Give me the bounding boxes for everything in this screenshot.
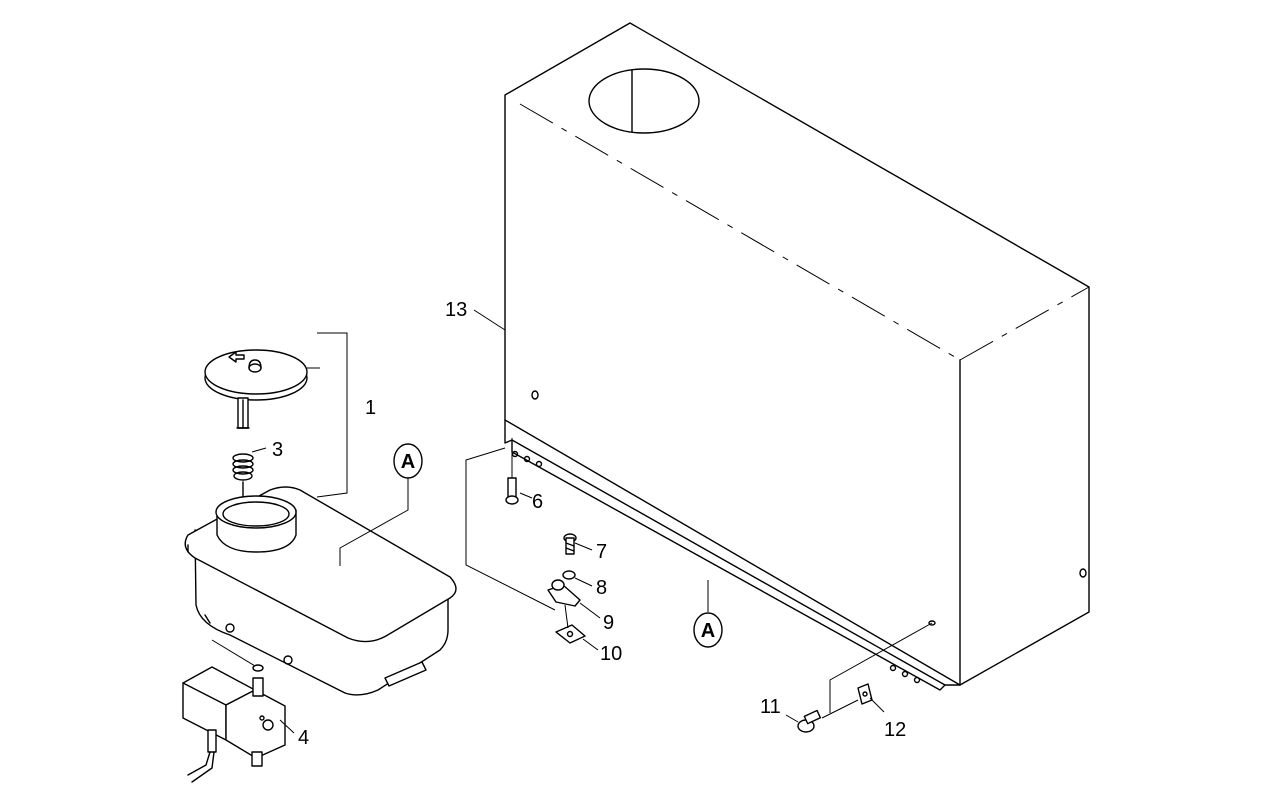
assembly-lines xyxy=(211,309,933,734)
tank-housing xyxy=(504,22,1090,691)
part-label-13: 13 xyxy=(445,299,467,321)
washer-8 xyxy=(562,570,576,580)
part-label-12: 12 xyxy=(884,719,906,741)
part-label-10: 10 xyxy=(600,643,622,665)
part-label-9: 9 xyxy=(603,612,614,634)
reference-marker-a-left-label: A xyxy=(401,451,415,473)
screw-11 xyxy=(797,709,822,733)
reference-marker-a-right-label: A xyxy=(701,620,715,642)
screw-7 xyxy=(563,533,577,555)
reference-marker-a-left: A xyxy=(393,443,423,479)
clip-10 xyxy=(555,624,586,644)
fluid-container xyxy=(184,486,457,696)
clip-12 xyxy=(857,683,873,705)
part-label-6: 6 xyxy=(532,491,543,513)
reference-marker-a-right: A xyxy=(693,612,723,648)
part-label-1: 1 xyxy=(365,397,376,419)
part-label-4: 4 xyxy=(298,727,309,749)
part-label-7: 7 xyxy=(596,541,607,563)
part-label-8: 8 xyxy=(596,577,607,599)
bolt-6 xyxy=(505,477,519,505)
solenoid-valve xyxy=(182,664,286,783)
spring xyxy=(232,453,254,501)
part-label-11: 11 xyxy=(760,696,781,718)
tank-cap xyxy=(204,349,308,429)
bracket-9 xyxy=(547,579,581,607)
part-label-3: 3 xyxy=(272,439,283,461)
